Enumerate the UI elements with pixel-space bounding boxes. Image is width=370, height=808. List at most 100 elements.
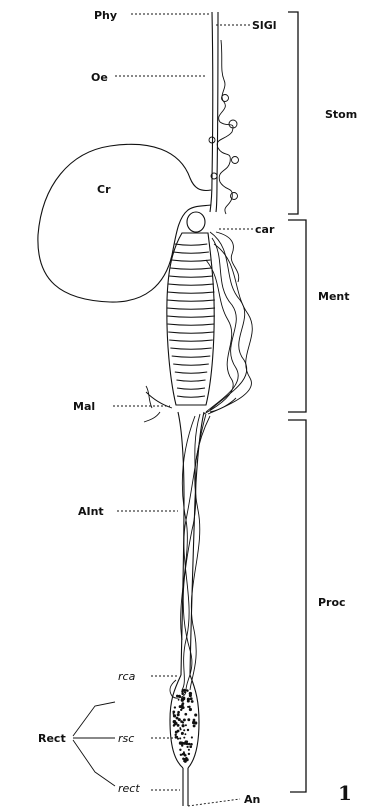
rectal-papilla-dot: [186, 746, 188, 748]
rectal-papilla-dot: [179, 737, 181, 739]
rectal-papilla-dot: [184, 758, 186, 760]
rectal-papilla-dot: [177, 730, 180, 733]
midgut-ring: [168, 284, 214, 285]
rectal-papilla-dot: [173, 714, 176, 717]
rectal-papilla-dot: [176, 717, 179, 720]
midgut-ring: [168, 292, 215, 293]
rectal-papilla-dot: [185, 724, 187, 726]
leader-lines: [73, 14, 253, 806]
label-rsc: rsc: [118, 732, 134, 745]
rectal-papilla-dot: [193, 719, 196, 722]
rectal-papilla-dot: [187, 718, 190, 721]
rectal-papilla-dot: [177, 711, 180, 714]
label-oe: Oe: [91, 71, 108, 84]
rectal-papilla-dot: [180, 754, 182, 756]
rectal-papilla-dot: [191, 736, 193, 738]
label-car: car: [255, 223, 275, 236]
label-an: An: [244, 793, 260, 806]
rectal-papilla-dot: [184, 733, 186, 735]
rectal-papilla-dot: [184, 754, 186, 756]
midgut-ring: [173, 252, 209, 253]
label-rect: rect: [118, 782, 140, 795]
rectal-papilla-dot: [181, 705, 183, 707]
midgut-ring: [167, 316, 215, 317]
rectal-papilla-dot: [174, 734, 176, 736]
label-rca: rca: [118, 670, 136, 683]
midgut-ring: [169, 276, 213, 277]
midgut-ring: [167, 308, 215, 309]
intestine: [178, 412, 204, 675]
rectal-papilla-dot: [181, 692, 184, 695]
rectal-papilla-dot: [184, 760, 186, 762]
rectal-papilla-dot: [183, 718, 186, 721]
rectal-papilla-dot: [184, 713, 187, 716]
midgut: [167, 233, 215, 405]
rectal-papilla-dot: [189, 745, 192, 748]
figure-number: 1: [338, 781, 352, 805]
rectal-papilla-dot: [178, 699, 180, 701]
rectal-papilla-dot: [179, 695, 181, 697]
rectal-papilla-dot: [194, 713, 197, 716]
rectal-papilla-dot: [180, 709, 182, 711]
region-proc: Proc: [318, 596, 346, 609]
midgut-ring: [169, 340, 213, 341]
label-mal: Mal: [73, 400, 95, 413]
midgut-ring: [175, 372, 207, 373]
pharynx-oesophagus: [210, 12, 218, 212]
rectal-papilla-dot: [183, 737, 185, 739]
rectal-papilla-dot: [183, 751, 185, 753]
rectal-papilla-dot: [182, 724, 185, 727]
rectal-papilla-dot: [188, 749, 190, 751]
malpighian-tubules: [144, 232, 252, 698]
rectal-papilla-dot: [191, 700, 194, 703]
midgut-ring: [172, 356, 211, 357]
rectal-papilla-dot: [177, 713, 180, 716]
rectal-papilla-dot: [188, 753, 190, 755]
rectal-papilla-dot: [175, 722, 178, 725]
midgut-ring: [170, 348, 211, 349]
rectal-papilla-dot: [183, 729, 185, 731]
midgut-ring: [167, 300, 215, 301]
label-cr: Cr: [97, 183, 111, 196]
rectal-papilla-dot: [187, 729, 189, 731]
midgut-ring: [173, 364, 209, 365]
rectal-papilla-dot: [190, 695, 192, 697]
rectal-papilla-dot: [184, 742, 187, 745]
region-brackets: [288, 12, 306, 792]
label-aint: AInt: [78, 505, 104, 518]
rectal-papilla-dot: [179, 749, 181, 751]
rectal-papilla-dot: [174, 706, 176, 708]
region-ment: Ment: [318, 290, 350, 303]
midgut-ring: [175, 244, 208, 245]
label-phy: Phy: [94, 9, 117, 22]
rectal-papilla-dot: [181, 733, 183, 735]
midgut-ring: [176, 380, 205, 381]
midgut-ring: [168, 324, 215, 325]
midgut-ring: [177, 388, 205, 389]
rectal-papilla-dot: [173, 724, 175, 726]
label-sigl: SlGl: [252, 19, 277, 32]
rectal-papilla-dot: [190, 743, 193, 746]
rectal-papilla-dot: [180, 720, 183, 723]
label-rect-group: Rect: [38, 732, 66, 745]
midgut-ring: [172, 260, 211, 261]
proventriculus: [187, 212, 205, 232]
rectal-papilla-dot: [177, 738, 179, 740]
rectal-papilla-dot: [187, 698, 190, 701]
rectal-papilla-dot: [179, 727, 181, 729]
rectal-papilla-dot: [172, 711, 175, 714]
midgut-ring: [177, 396, 205, 397]
rectal-papilla-dot: [193, 724, 196, 727]
rectal-papilla-dot: [188, 706, 190, 708]
rectal-papilla-dot: [173, 713, 175, 715]
midgut-ring: [170, 268, 211, 269]
rectal-papilla-dot: [188, 743, 191, 746]
region-stom: Stom: [325, 108, 357, 121]
rectal-papilla-dot: [181, 699, 184, 702]
midgut-ring: [168, 332, 213, 333]
rectal-papilla-dot: [190, 697, 193, 700]
rectal-papilla-dot: [182, 753, 184, 755]
rectal-papilla-dot: [189, 708, 192, 711]
crop: [38, 144, 211, 302]
